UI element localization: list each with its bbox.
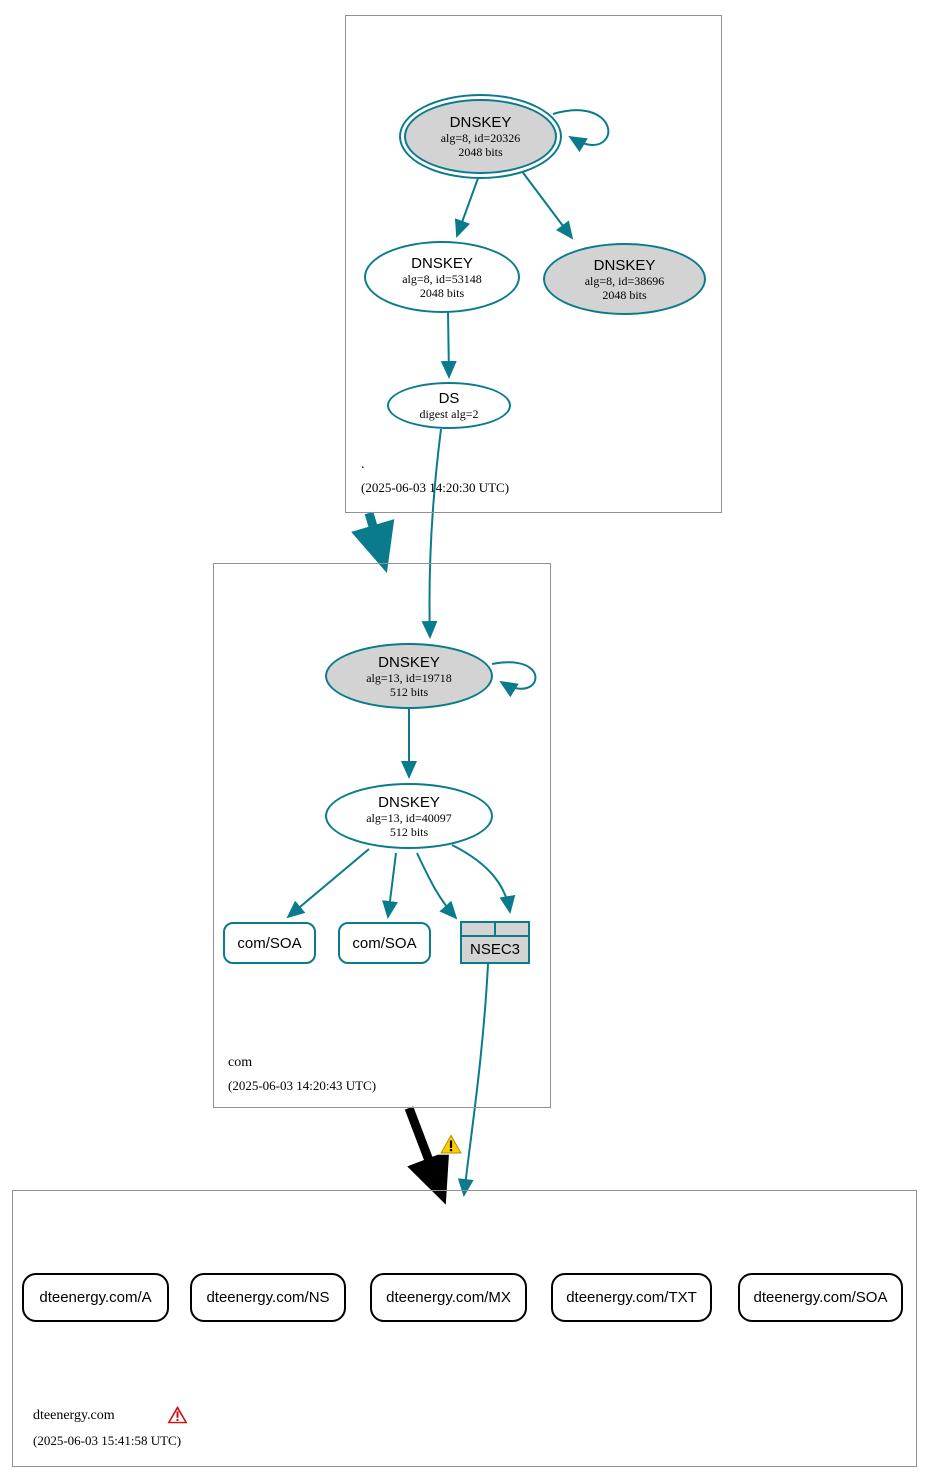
nsec3-label: NSEC3 — [469, 941, 521, 958]
node-type-label: DS — [438, 390, 460, 407]
edge-root-ksk-to-zsk — [454, 169, 482, 238]
rrset-dteenergy-com-a[interactable]: dteenergy.com/A — [22, 1273, 169, 1322]
node-digest-alg-label: digest alg=2 — [419, 407, 479, 421]
rrset-label: dteenergy.com/MX — [386, 1289, 511, 1306]
rrset-label: dteenergy.com/TXT — [566, 1289, 697, 1306]
edge-root-ksk-self-sign — [552, 109, 610, 153]
zone-label-dteenergy-timestamp: (2025-06-03 15:41:58 UTC) — [33, 1433, 182, 1448]
zone-label-dteenergy-name: dteenergy.com — [33, 1408, 115, 1423]
node-alg-id-label: alg=8, id=20326 — [440, 131, 521, 145]
node-bits-label: 2048 bits — [419, 285, 465, 300]
edge-com-zsk-to-soa-2 — [382, 852, 398, 919]
zone-box-com — [213, 563, 551, 1108]
node-type-label: DNSKEY — [411, 254, 473, 272]
node-type-label: DNSKEY — [378, 653, 440, 671]
zone-label-root-timestamp: (2025-06-03 14:20:30 UTC) — [361, 480, 510, 495]
rrset-label: dteenergy.com/NS — [206, 1289, 330, 1306]
rrset-com-soa-1[interactable]: com/SOA — [223, 922, 316, 964]
warning-triangle-icon — [438, 1132, 464, 1155]
error-triangle-icon — [165, 1403, 190, 1425]
node-ds-root-for-com[interactable]: DS digest alg=2 — [387, 382, 511, 429]
edge-nsec3-to-dteenergy — [457, 963, 489, 1197]
rrset-com-soa-2[interactable]: com/SOA — [338, 922, 431, 964]
edge-root-zsk-to-ds — [440, 311, 457, 379]
nsec3-header-cell-left — [462, 923, 494, 935]
node-alg-id-label: alg=8, id=38696 — [584, 273, 665, 288]
nsec3-header-cell-right — [494, 923, 528, 935]
nsec3-header-row — [462, 923, 528, 937]
node-alg-id-label: alg=8, id=53148 — [402, 271, 482, 286]
zone-label-root-name: . — [361, 457, 365, 472]
node-nsec3-com[interactable]: NSEC3 — [460, 921, 530, 964]
zone-label-com-timestamp: (2025-06-03 14:20:43 UTC) — [228, 1078, 377, 1093]
rrset-label: com/SOA — [237, 934, 302, 952]
zone-box-dteenergy — [12, 1190, 917, 1467]
node-bits-label: 2048 bits — [458, 145, 503, 159]
node-type-label: DNSKEY — [378, 793, 440, 811]
rrset-dteenergy-com-mx[interactable]: dteenergy.com/MX — [370, 1273, 527, 1322]
rrset-dteenergy-com-ns[interactable]: dteenergy.com/NS — [190, 1273, 346, 1322]
rrset-dteenergy-com-soa[interactable]: dteenergy.com/SOA — [738, 1273, 903, 1322]
edge-com-zsk-to-soa-1 — [286, 848, 370, 919]
zone-label-com-name: com — [228, 1055, 253, 1070]
node-dnskey-root-zsk-53148[interactable]: DNSKEY alg=8, id=53148 2048 bits — [364, 241, 520, 313]
node-type-label: DNSKEY — [449, 114, 512, 131]
node-alg-id-label: alg=13, id=19718 — [366, 670, 452, 685]
zone-box-root — [345, 15, 722, 513]
node-dnskey-com-zsk-40097[interactable]: DNSKEY alg=13, id=40097 512 bits — [325, 783, 493, 849]
node-bits-label: 512 bits — [389, 684, 429, 699]
edge-root-ksk-to-other-key — [520, 169, 574, 240]
edge-delegation-root-to-com — [351, 511, 395, 573]
edge-com-ksk-self-sign — [491, 661, 537, 698]
edge-ds-to-com-ksk — [421, 428, 442, 639]
node-dnskey-com-ksk-19718[interactable]: DNSKEY alg=13, id=19718 512 bits — [325, 643, 493, 709]
rrset-label: com/SOA — [352, 934, 417, 952]
node-dnskey-root-ksk-20326[interactable]: DNSKEY alg=8, id=20326 2048 bits — [404, 99, 557, 174]
edge-delegation-com-to-dteenergy-insecure — [404, 1106, 450, 1205]
node-bits-label: 2048 bits — [602, 287, 647, 302]
edge-com-zsk-to-nsec3-b — [451, 844, 516, 914]
rrset-label: dteenergy.com/SOA — [753, 1289, 888, 1306]
node-bits-label: 512 bits — [389, 824, 429, 839]
node-type-label: DNSKEY — [593, 256, 656, 274]
rrset-label: dteenergy.com/A — [39, 1289, 152, 1306]
node-dnskey-root-38696[interactable]: DNSKEY alg=8, id=38696 2048 bits — [543, 243, 706, 315]
edge-com-zsk-to-nsec3-a — [416, 852, 458, 920]
node-alg-id-label: alg=13, id=40097 — [366, 810, 452, 825]
rrset-dteenergy-com-txt[interactable]: dteenergy.com/TXT — [551, 1273, 712, 1322]
